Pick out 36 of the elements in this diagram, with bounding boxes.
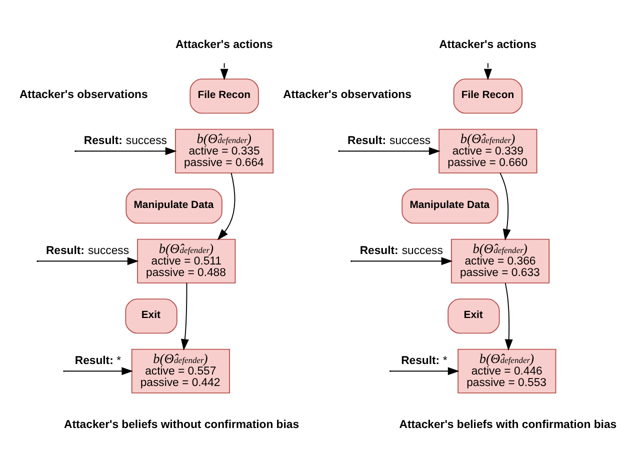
node-box: Exit [448, 298, 500, 334]
node-text: Attacker's actions [175, 38, 273, 51]
node-box: Exit [125, 298, 178, 334]
arrow [37, 257, 139, 266]
edge-label: Result: success [84, 135, 167, 148]
edge-label: Result: * [74, 355, 122, 368]
node-box: File Recon [190, 78, 259, 114]
arrow [339, 147, 440, 156]
node-text: Attacker's actions [439, 38, 536, 51]
arrow [484, 62, 492, 80]
label: Attacker's observations [19, 89, 148, 102]
node-box: b(Θ̂defender) active = 0.446 passive = 0.553 [458, 348, 556, 394]
node-box: b(Θ̂defender) active = 0.335 passive = 0.664 [175, 128, 274, 174]
arrow [220, 62, 228, 80]
node-box: b(Θ̂defender) active = 0.339 passive = 0.660 [438, 128, 538, 174]
edge-label: Result: success [360, 245, 443, 258]
edge-label: Result: success [46, 245, 130, 258]
label: Attacker's beliefs without confirmation bias [64, 419, 300, 432]
node-box: b(Θ̂defender) active = 0.366 passive = 0.633 [450, 238, 550, 284]
arrow [390, 367, 460, 376]
label: Attacker's observations [283, 89, 412, 102]
edge-label: Result: * [401, 355, 448, 368]
arrow [504, 282, 513, 351]
node-box: b(Θ̂defender) active = 0.511 passive = 0.488 [137, 238, 236, 284]
arrow [180, 282, 189, 351]
node-box: b(Θ̂defender) active = 0.557 passive = 0.442 [131, 348, 230, 394]
arrow [75, 147, 177, 156]
label: Attacker's beliefs with confirmation bias [399, 419, 617, 432]
arrow [351, 257, 453, 266]
arrow [64, 367, 134, 376]
node-box: File Recon [453, 78, 523, 114]
node-box: Manipulate Data [402, 188, 498, 224]
arrow [217, 172, 236, 240]
arrow [500, 172, 511, 240]
node-box: Manipulate Data [126, 188, 222, 224]
edge-label: Result: success [348, 135, 431, 148]
